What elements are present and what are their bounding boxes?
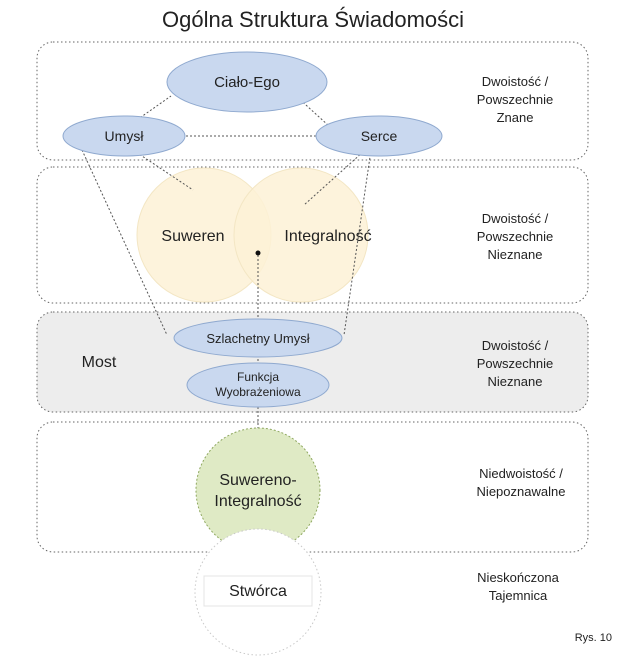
center-point [255,250,261,256]
creator-box [203,575,313,607]
integrality-circle [233,167,369,303]
sovereign-integrality-label-line2: Integralność [214,493,301,510]
sovereign-integrality-label-line1: Suwereno- [219,472,296,489]
level-bridge-label-line3: Nieznane [488,374,543,389]
integrality-label: Integralność [284,228,371,245]
level-known-label-line3: Znane [497,110,534,125]
level-panel-nondual [36,421,589,553]
noble-mind-ellipse [173,318,343,358]
level-unknown-label-line1: Dwoistość / [482,211,549,226]
imagination-function-label-line1: Funkcja [237,370,279,384]
figure-label: Rys. 10 [575,632,612,644]
diagram-title: Ogólna Struktura Świadomości [162,7,464,32]
level-unknown-label-line3: Nieznane [488,247,543,262]
level-known-label-line2: Powszechnie [477,92,554,107]
creator-label: Stwórca [229,583,287,600]
imagination-function-label-line2: Wyobrażeniowa [215,385,301,399]
body-ego-ellipse [166,51,328,113]
body-ego-label: Ciało-Ego [214,74,280,91]
level-bridge-label-line2: Powszechnie [477,356,554,371]
level-bridge-label-line1: Dwoistość / [482,338,549,353]
level-panel-unknown [36,166,589,304]
heart-ellipse [315,115,443,157]
bridge-name: Most [82,354,117,371]
mind-ellipse [62,115,186,157]
level-nondual-label-line2: Niepoznawalne [477,484,566,499]
sovereign-label: Suweren [161,228,224,245]
heart-label: Serce [361,128,398,144]
level-nondual-label-line1: Niedwoistość / [479,466,563,481]
level-mystery-label-line1: Nieskończona [477,570,559,585]
level-known-label-line1: Dwoistość / [482,74,549,89]
level-mystery-label-line2: Tajemnica [489,588,548,603]
imagination-function-ellipse [186,362,330,408]
mind-label: Umysł [105,128,145,144]
noble-mind-label: Szlachetny Umysł [206,331,309,346]
level-unknown-label-line2: Powszechnie [477,229,554,244]
